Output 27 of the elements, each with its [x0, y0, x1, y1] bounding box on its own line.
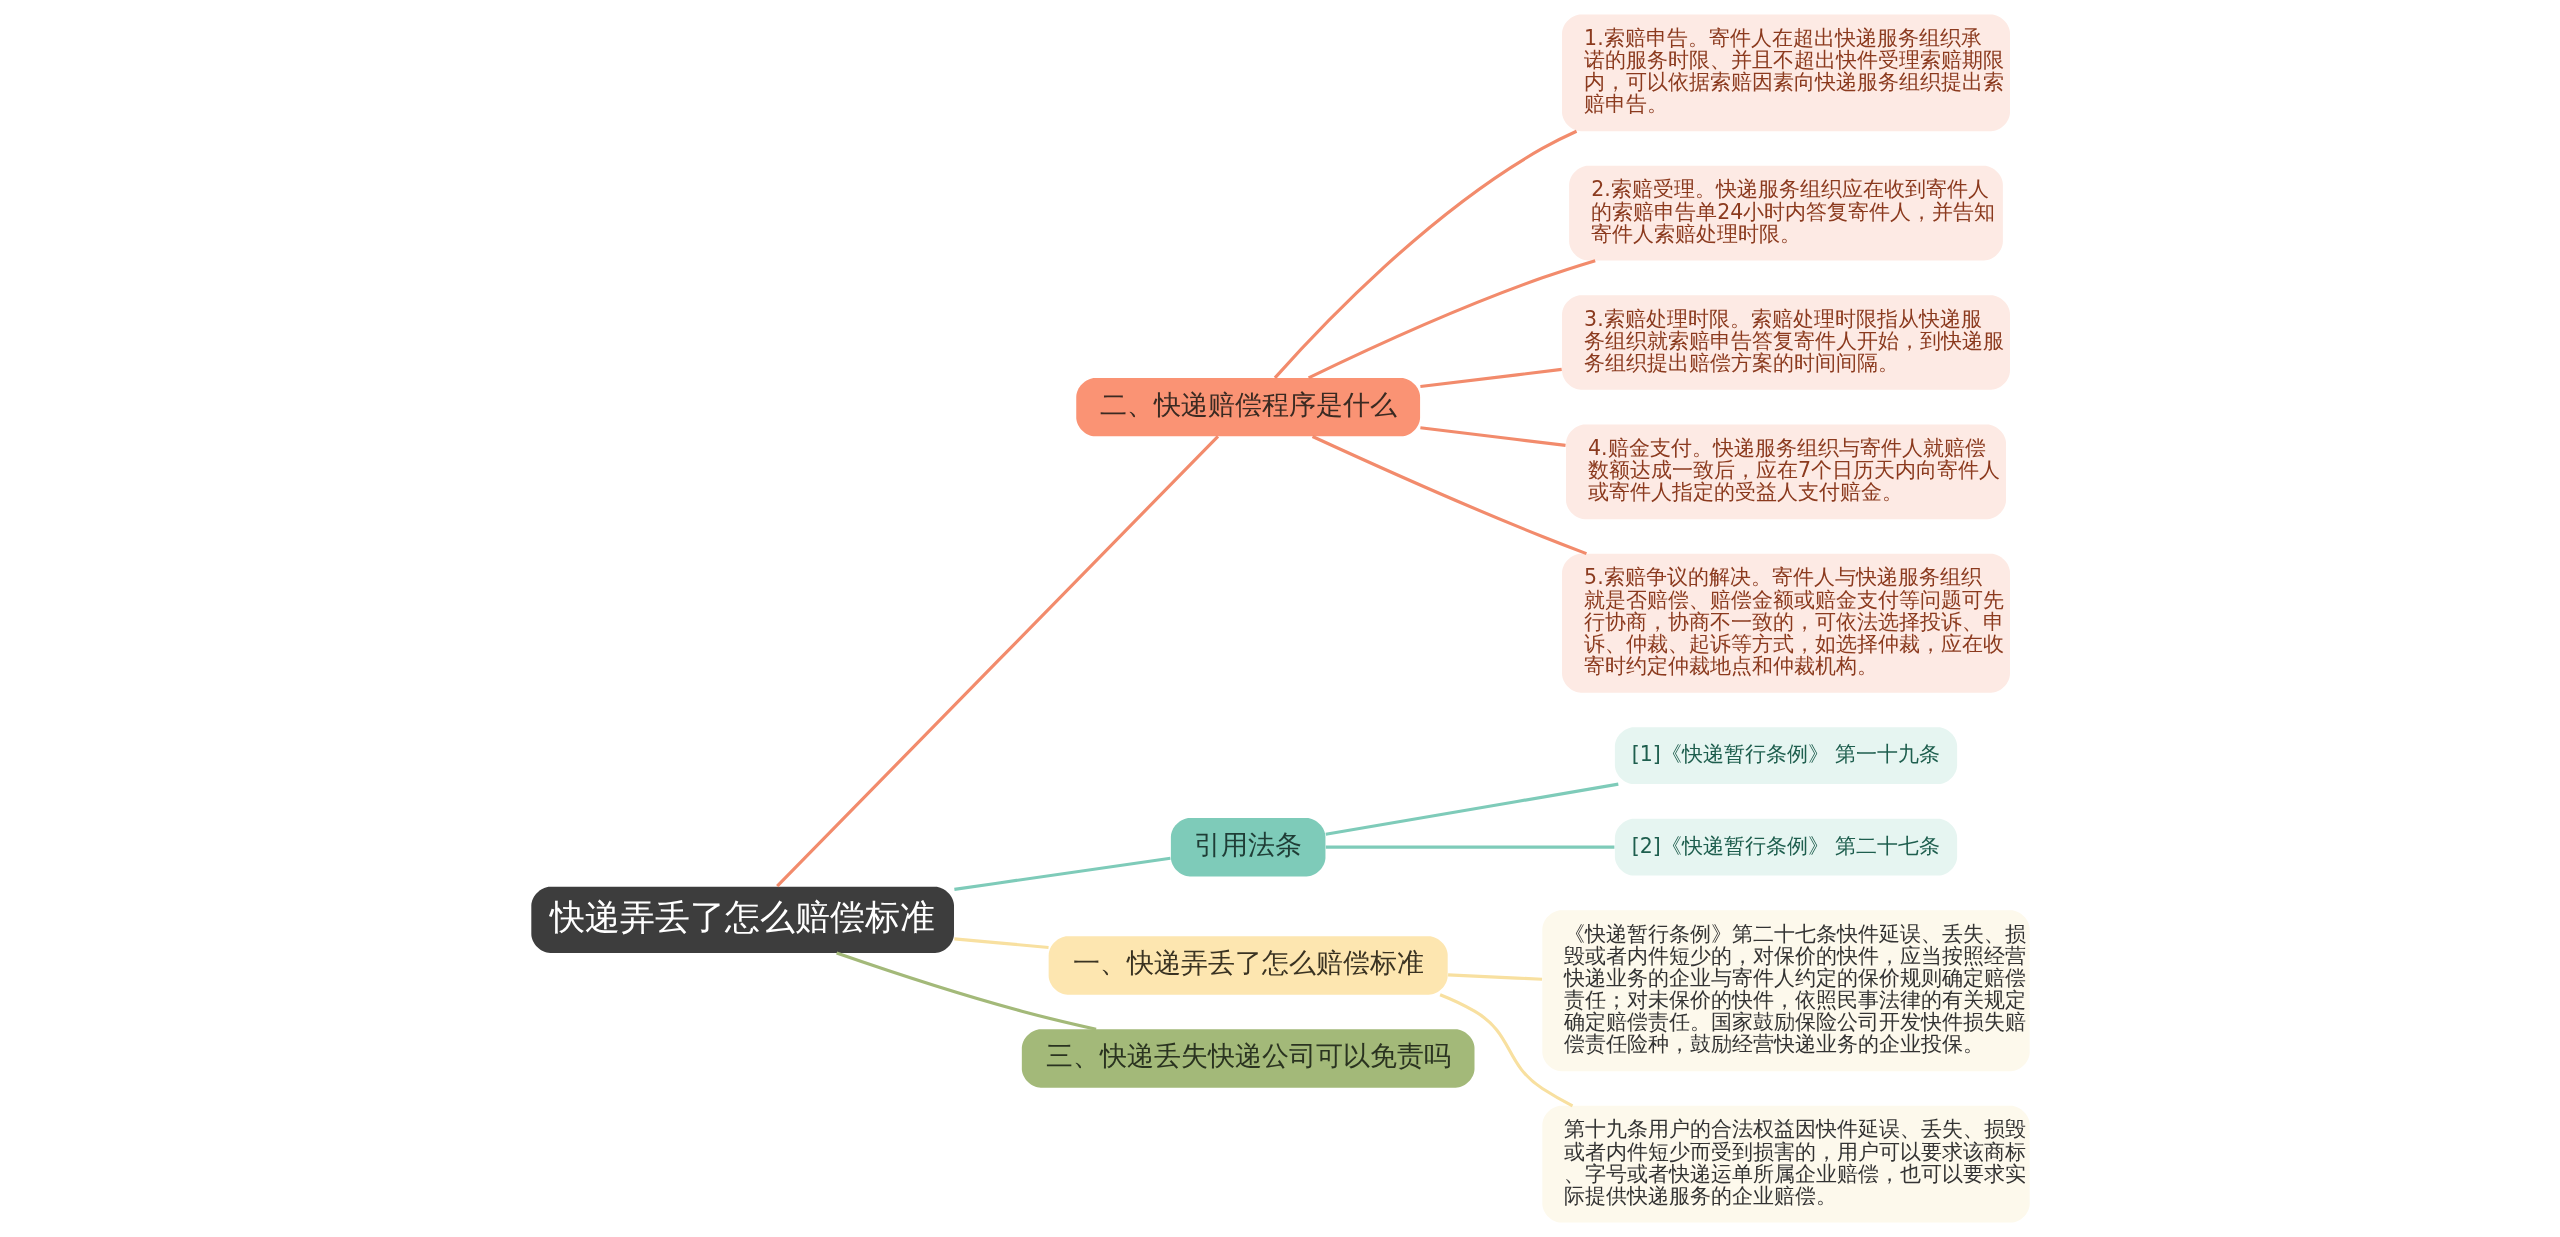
connector [953, 856, 1171, 891]
node-box: 4.赔金支付。快递服务组织与寄件人就赔偿数额达成一致后，应在7个日历天内向寄件人或寄件人指定的受益人支付赔金。 [1565, 424, 2006, 520]
node-box: 《快递暂行条例》第二十七条快件延误、丢失、损毁或者内件短少的，对保价的快件，应当按照经营快递业务的企业与寄件人约定的保价规则确定赔偿责任；对未保价的快件，依照民事法律的有关规定确定赔偿责任。国家鼓励保险公司开发快件损失赔偿责任险种，鼓励经营快递业务的企业投保。 [1541, 910, 2030, 1072]
connector [1325, 845, 1614, 849]
node-box: 1.索赔申告。寄件人在超出快递服务组织承诺的服务时限、并且不超出快件受理索赔期限内，可以依据索赔因素向快递服务组织提出索赔申告。 [1561, 14, 2010, 132]
node-box: 一、快递弄丢了怎么赔偿标准 [1048, 936, 1448, 995]
node-box: 快递弄丢了怎么赔偿标准 [530, 886, 954, 953]
node-box: 2.索赔受理。快递服务组织应在收到寄件人的索赔申告单24小时内答复寄件人，并告知寄件人索赔处理时限。 [1568, 165, 2003, 261]
connector [1439, 993, 1573, 1108]
connector [1419, 367, 1562, 389]
connector [1419, 426, 1566, 447]
node-box: 3.索赔处理时限。索赔处理时限指从快递服务组织就索赔申告答复寄件人开始，到快递服务组织提出赔偿方案的时间间隔。 [1561, 295, 2010, 390]
node-box: 第十九条用户的合法权益因快件延误、丢失、损毁或者内件短少而受到损害的，用户可以要求该商标、字号或者快递运单所属企业赔偿，也可以要求实际提供快递服务的企业赔偿。 [1541, 1105, 2030, 1223]
connector [775, 435, 1219, 888]
connector [953, 937, 1049, 950]
node-box: 5.索赔争议的解决。寄件人与快递服务组织就是否赔偿、赔偿金额或赔金支付等问题可先行协商，协商不一致的，可依法选择投诉、申诉、仲裁、起诉等方式，如选择仲裁，应在收寄时约定仲裁地点和仲裁机构。 [1561, 553, 2010, 693]
node-box: [2]《快递暂行条例》 第二十七条 [1614, 818, 1957, 876]
connector [1311, 435, 1587, 556]
connector [1325, 782, 1619, 836]
node-box: 二、快递赔偿程序是什么 [1075, 377, 1420, 437]
connector [1307, 259, 1596, 380]
connector [1273, 129, 1577, 379]
connector [835, 951, 1096, 1031]
node-box: 引用法条 [1170, 818, 1325, 877]
node-box: [1]《快递暂行条例》 第一十九条 [1614, 727, 1957, 785]
node-box: 三、快递丢失快递公司可以免责吗 [1021, 1029, 1474, 1088]
connector [1447, 973, 1542, 981]
